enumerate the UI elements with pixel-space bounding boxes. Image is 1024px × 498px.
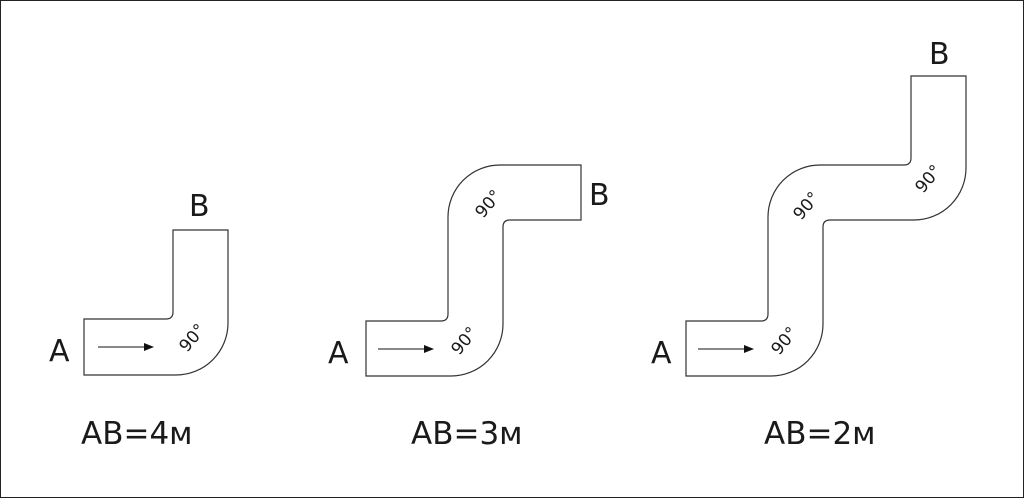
- point-a-label: A: [328, 336, 349, 371]
- duct-shape: [83, 229, 229, 376]
- length-caption: AB=3м: [411, 416, 523, 452]
- point-b-label: B: [589, 178, 610, 213]
- length-caption: AB=2м: [764, 416, 876, 452]
- point-a-label: A: [651, 336, 672, 371]
- duct-three-bends: A B 90° 90° 90° AB=2м: [651, 37, 967, 452]
- point-a-label: A: [49, 334, 70, 369]
- duct-shape: [685, 75, 967, 377]
- length-caption: AB=4м: [81, 416, 193, 452]
- duct-shape: [365, 164, 582, 377]
- duct-one-bend: A B 90° AB=4м: [49, 189, 229, 452]
- point-b-label: B: [929, 37, 950, 72]
- point-b-label: B: [189, 189, 210, 224]
- duct-two-bends: A B 90° 90° AB=3м: [328, 164, 610, 452]
